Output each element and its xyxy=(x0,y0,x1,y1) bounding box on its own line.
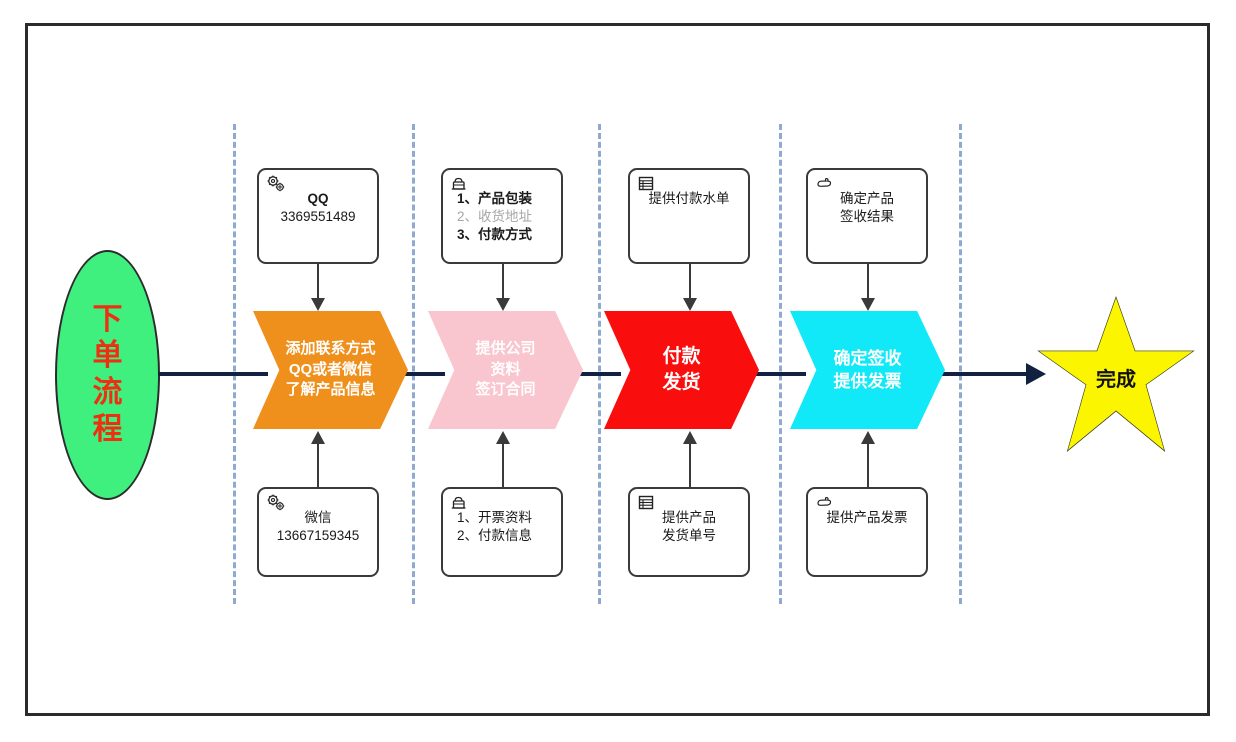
start-node-label: 下 单 流 程 xyxy=(92,302,123,446)
arrowhead-to-end xyxy=(1026,363,1046,385)
connector-note4bottom-to-phase4 xyxy=(867,442,869,487)
note-phase2-bottom[interactable]: 1、开票资料 2、付款信息 xyxy=(441,487,563,577)
arrowhead-note2bottom xyxy=(496,431,510,444)
note-phase3-top[interactable]: 提供付款水单 xyxy=(628,168,750,264)
note-phase3-bottom[interactable]: 提供产品 发货单号 xyxy=(628,487,750,577)
arrowhead-note3bottom xyxy=(683,431,697,444)
phase-separator-3 xyxy=(598,124,601,604)
arrowhead-note4top xyxy=(861,298,875,311)
note-phase4-bottom-text: 提供产品发票 xyxy=(826,510,908,525)
end-node-label: 完成 xyxy=(1096,368,1136,391)
arrowhead-note4bottom xyxy=(861,431,875,444)
note-phase2-bottom-text: 1、开票资料 2、付款信息 xyxy=(457,510,533,544)
pointing-hand-icon xyxy=(815,175,834,192)
connector-note1bottom-to-phase1 xyxy=(317,442,319,487)
connector-note3bottom-to-phase3 xyxy=(689,442,691,487)
gears-icon xyxy=(266,175,285,192)
connector-phase1-to-phase2 xyxy=(400,372,445,376)
arrowhead-note2top xyxy=(496,298,510,311)
note-phase3-top-text: 提供付款水单 xyxy=(648,191,730,206)
connector-note2bottom-to-phase2 xyxy=(502,442,504,487)
connector-phase3-to-phase4 xyxy=(752,372,806,376)
note-phase2-top-text: 1、产品包装 2、收货地址 3、付款方式 xyxy=(457,191,533,243)
connector-note3top-to-phase3 xyxy=(689,264,691,300)
note-phase4-top-text: 确定产品 签收结果 xyxy=(840,191,894,225)
note-phase4-bottom[interactable]: 提供产品发票 xyxy=(806,487,928,577)
connector-phase4-to-end xyxy=(938,372,1028,376)
person-bag-icon xyxy=(450,494,469,511)
diagram-frame xyxy=(25,23,1210,716)
note-phase1-bottom-text: 微信 13667159345 xyxy=(276,510,360,544)
note-phase3-bottom-text: 提供产品 发货单号 xyxy=(662,510,716,544)
list-document-icon xyxy=(637,175,656,192)
connector-note4top-to-phase4 xyxy=(867,264,869,300)
phase-separator-2 xyxy=(412,124,415,604)
connector-phase2-to-phase3 xyxy=(575,372,621,376)
arrowhead-note1top xyxy=(311,298,325,311)
connector-start-to-phase1 xyxy=(158,372,268,376)
phase-separator-4 xyxy=(779,124,782,604)
note-phase4-top[interactable]: 确定产品 签收结果 xyxy=(806,168,928,264)
arrowhead-note1bottom xyxy=(311,431,325,444)
phase-separator-5 xyxy=(959,124,962,604)
connector-note2top-to-phase2 xyxy=(502,264,504,300)
person-bag-icon xyxy=(450,175,469,192)
phase-separator-1 xyxy=(233,124,236,604)
list-document-icon xyxy=(637,494,656,511)
note-phase1-bottom[interactable]: 微信 13667159345 xyxy=(257,487,379,577)
connector-note1top-to-phase1 xyxy=(317,264,319,300)
note-phase2-top[interactable]: 1、产品包装 2、收货地址 3、付款方式 xyxy=(441,168,563,264)
note-phase1-top[interactable]: QQ 3369551489 xyxy=(257,168,379,264)
note-phase1-top-text: QQ 3369551489 xyxy=(280,191,356,225)
arrowhead-note3top xyxy=(683,298,697,311)
gears-icon xyxy=(266,494,285,511)
pointing-hand-icon xyxy=(815,494,834,511)
start-node[interactable]: 下 单 流 程 xyxy=(55,250,160,500)
